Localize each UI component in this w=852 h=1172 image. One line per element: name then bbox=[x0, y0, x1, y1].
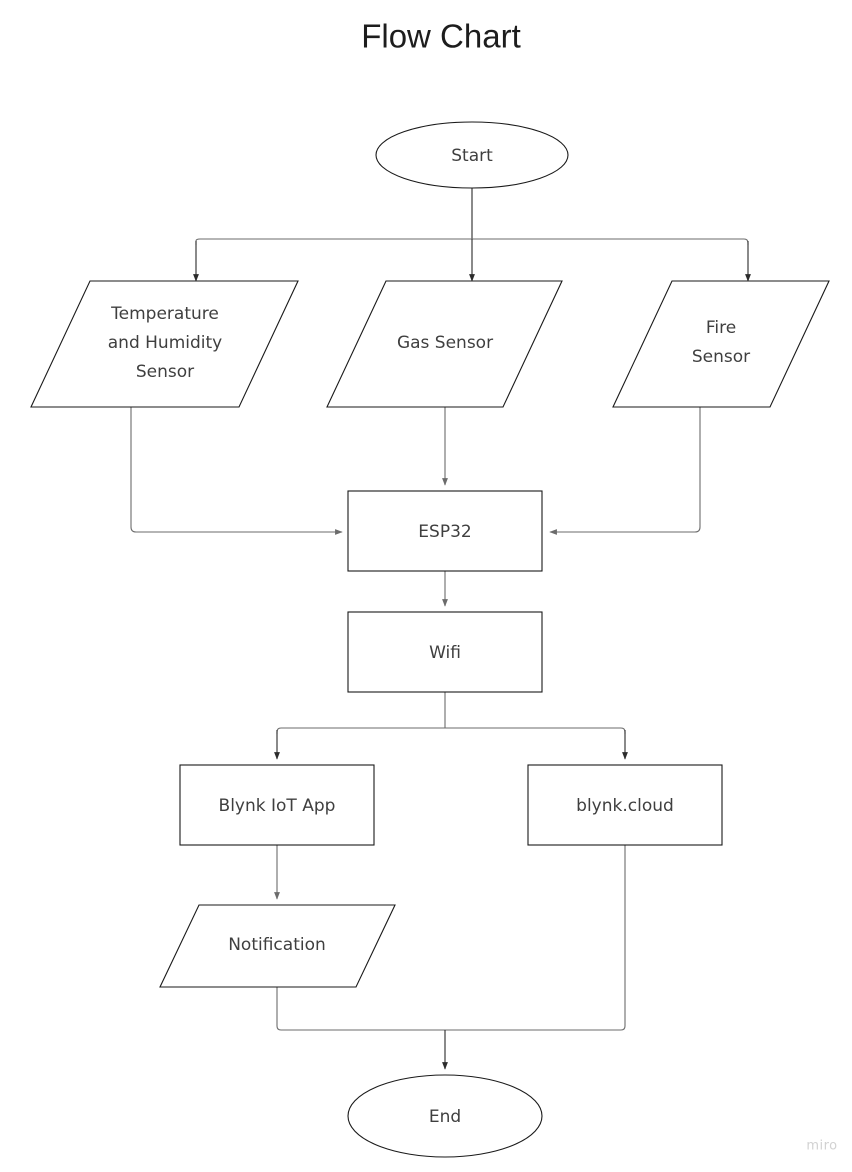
node-gas-sensor-label: Gas Sensor bbox=[397, 333, 493, 353]
node-temperature-humidity-sensor-label-line1: Temperature bbox=[110, 304, 219, 324]
node-blynk-iot-app-label: Blynk IoT App bbox=[219, 796, 336, 816]
node-notification[interactable]: Notification bbox=[159, 904, 396, 988]
node-blynk-cloud[interactable]: blynk.cloud bbox=[527, 764, 723, 846]
blynk-cloud-rectangle bbox=[527, 764, 723, 846]
node-start-label: Start bbox=[451, 146, 493, 166]
node-notification-label: Notification bbox=[228, 935, 326, 955]
node-fire-sensor[interactable]: Fire Sensor bbox=[612, 280, 830, 408]
blynk-iot-app-rectangle bbox=[179, 764, 375, 846]
edge-fire-sensor-esp32 bbox=[549, 407, 701, 535]
fire-sensor-parallelogram bbox=[612, 280, 830, 408]
edge-blynk-cloud-end bbox=[445, 845, 626, 1031]
node-blynk-iot-app[interactable]: Blynk IoT App bbox=[179, 764, 375, 846]
node-end[interactable]: End bbox=[347, 1074, 543, 1158]
node-blynk-cloud-label: blynk.cloud bbox=[576, 796, 674, 816]
node-fire-sensor-label-line1: Fire bbox=[706, 318, 736, 338]
page-title: Flow Chart bbox=[361, 18, 521, 55]
notification-parallelogram bbox=[159, 904, 396, 988]
node-esp32-label: ESP32 bbox=[418, 522, 471, 542]
edge-temp-sensor-esp32 bbox=[130, 407, 343, 535]
node-esp32[interactable]: ESP32 bbox=[347, 490, 543, 572]
connector-layer bbox=[130, 188, 751, 1070]
miro-watermark: miro bbox=[806, 1139, 837, 1154]
node-wifi-label: Wifi bbox=[429, 643, 461, 663]
node-temperature-humidity-sensor-label-line2: and Humidity bbox=[108, 333, 222, 353]
edge-wifi-split-bus bbox=[276, 727, 626, 734]
node-temperature-humidity-sensor[interactable]: Temperature and Humidity Sensor bbox=[30, 280, 299, 408]
wifi-rectangle bbox=[347, 611, 543, 693]
start-ellipse bbox=[375, 121, 569, 189]
node-fire-sensor-label-line2: Sensor bbox=[692, 347, 750, 367]
node-end-label: End bbox=[429, 1107, 461, 1127]
end-ellipse bbox=[347, 1074, 543, 1158]
temperature-humidity-sensor-parallelogram bbox=[30, 280, 299, 408]
node-wifi[interactable]: Wifi bbox=[347, 611, 543, 693]
node-temperature-humidity-sensor-label-line3: Sensor bbox=[136, 362, 194, 382]
node-gas-sensor[interactable]: Gas Sensor bbox=[326, 280, 563, 408]
esp32-rectangle bbox=[347, 490, 543, 572]
node-start[interactable]: Start bbox=[375, 121, 569, 189]
edge-notification-end bbox=[276, 987, 445, 1031]
gas-sensor-parallelogram bbox=[326, 280, 563, 408]
